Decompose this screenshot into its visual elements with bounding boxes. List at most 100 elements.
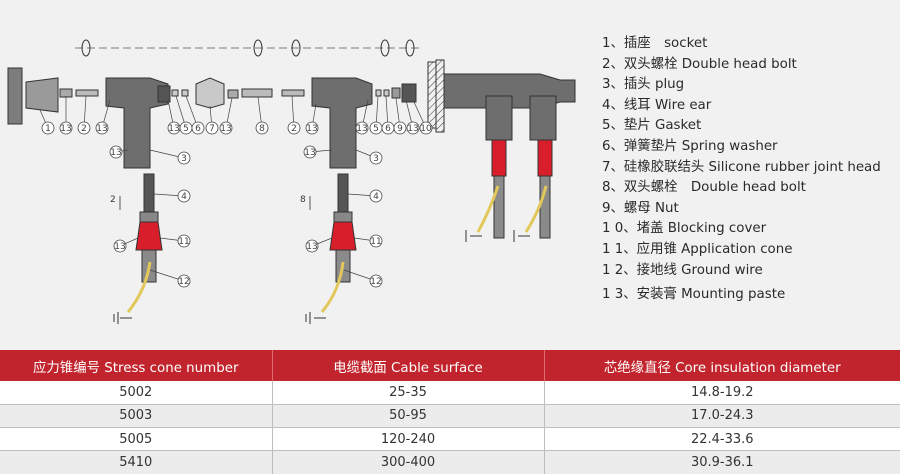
callout-circle — [369, 189, 383, 203]
callout-circle — [369, 234, 383, 248]
callout-label: 10 — [420, 124, 432, 134]
legend-item: 6、弹簧垫片 Spring washer — [602, 138, 778, 154]
callout-label: 13 — [306, 124, 317, 134]
legend-item: 4、线耳 Wire ear — [602, 97, 712, 113]
callout-circle — [205, 121, 219, 135]
double-head-bolt-part — [75, 89, 99, 97]
callout-label: 1 — [45, 124, 51, 134]
legend-item: 1、插座 socket — [602, 36, 708, 51]
callout-label: 11 — [370, 237, 381, 247]
header-core-diameter: 芯绝缘直径 Core insulation diameter — [544, 350, 900, 381]
spec-table: 应力锥编号 Stress cone number 电缆截面 Cable surf… — [0, 350, 900, 474]
mid-gasket-nut-part — [375, 83, 417, 103]
callout-label: 13 — [168, 124, 179, 134]
callout-label: 8 — [259, 124, 265, 134]
table-cell: 5005 — [0, 427, 273, 452]
callout-label: 3 — [181, 154, 187, 164]
callout-circle — [113, 239, 127, 253]
table-cell: 300-400 — [272, 450, 545, 474]
plug-part — [105, 77, 171, 169]
table-cell: 22.4-33.6 — [544, 427, 900, 452]
legend-item: 1 0、堵盖 Blocking cover — [602, 221, 767, 237]
callout-label: 13 — [60, 124, 71, 134]
legend-item: 2、双头螺栓 Double head bolt — [602, 56, 797, 72]
callout-circle — [59, 121, 73, 135]
callout-label: 3 — [373, 154, 379, 164]
callout-label: 2 — [291, 124, 297, 134]
callout-label: 12 — [370, 277, 381, 287]
table-row: 5410 300-400 30.9-36.1 — [0, 450, 900, 474]
callout-circle — [303, 145, 317, 159]
callout-circle — [419, 121, 433, 135]
socket-part — [7, 67, 73, 125]
table-cell: 5003 — [0, 404, 273, 429]
callout-circle — [355, 121, 369, 135]
assembled-view — [435, 59, 576, 242]
table-cell: 30.9-36.1 — [544, 450, 900, 474]
mid-wall — [427, 61, 437, 129]
callout-label: 6 — [195, 124, 201, 134]
legend-item: 1 2、接地线 Ground wire — [602, 262, 763, 278]
mid-lower-assembly — [305, 173, 357, 324]
callout-circle — [369, 151, 383, 165]
callout-label: 6 — [385, 124, 391, 134]
callout-circle — [77, 121, 91, 135]
callout-label: 9 — [397, 124, 403, 134]
left-plug-callouts: 13 3 — [109, 145, 191, 165]
callout-circle — [369, 274, 383, 288]
callout-circle — [255, 121, 269, 135]
callout-circle — [109, 145, 123, 159]
table-cell: 14.8-19.2 — [544, 381, 900, 405]
table-header-row: 应力锥编号 Stress cone number 电缆截面 Cable surf… — [0, 350, 900, 381]
gasket-washer-part — [171, 89, 189, 97]
table-cell: 5410 — [0, 450, 273, 474]
callout-circle — [305, 239, 319, 253]
callout-circle — [191, 121, 205, 135]
callout-label: 5 — [373, 124, 379, 134]
table-cell: 120-240 — [272, 427, 545, 452]
callout-circle — [406, 121, 420, 135]
table-row: 5002 25-35 14.8-19.2 — [0, 381, 900, 405]
callout-label: 7 — [209, 124, 215, 134]
table-row: 5003 50-95 17.0-24.3 — [0, 404, 900, 429]
callout-label: 4 — [181, 192, 187, 202]
legend-item: 5、垫片 Gasket — [602, 118, 702, 134]
header-stress-cone: 应力锥编号 Stress cone number — [0, 350, 273, 381]
double-head-bolt-8-part — [241, 88, 273, 98]
table-cell: 5002 — [0, 381, 273, 405]
callout-label: 13 — [220, 124, 231, 134]
table-cell: 17.0-24.3 — [544, 404, 900, 429]
legend-item: 9、螺母 Nut — [602, 200, 679, 216]
legend-item: 1 3、安装膏 Mounting paste — [602, 287, 786, 303]
rotation-arrows — [81, 39, 415, 57]
callout-label: 13 — [407, 124, 418, 134]
legend-item: 7、硅橡胶联结头 Silicone rubber joint head — [602, 159, 881, 175]
callout-label: 4 — [373, 192, 379, 202]
callout-label: 13 — [306, 242, 317, 252]
callout-label: 13 — [110, 148, 121, 158]
legend-item: 1 1、应用锥 Application cone — [602, 241, 793, 257]
callout-circle — [41, 121, 55, 135]
callout-label: 2 — [81, 124, 87, 134]
mid-side-number: 8 — [300, 195, 306, 205]
callout-circle — [305, 121, 319, 135]
callout-circle — [177, 189, 191, 203]
callout-circle — [219, 121, 233, 135]
parts-legend: 1、插座 socket 2、双头螺栓 Double head bolt 3、插头 p… — [602, 34, 894, 306]
mid-lower-callouts: 4 13 11 12 — [305, 189, 383, 288]
callout-circle — [177, 274, 191, 288]
mid-plug-callouts: 133 — [303, 145, 383, 165]
table-row: 5005 120-240 22.4-33.6 — [0, 427, 900, 452]
legend-item: 3、插头 plug — [602, 77, 685, 93]
left-side-number: 2 — [110, 195, 116, 205]
callout-label: 13 — [356, 124, 367, 134]
left-lower-assembly — [113, 173, 163, 324]
table-cell: 50-95 — [272, 404, 545, 429]
callout-label: 13 — [114, 242, 125, 252]
legend-item: 8、双头螺栓 Double head bolt — [602, 180, 806, 196]
mid-plug-part — [311, 77, 373, 169]
